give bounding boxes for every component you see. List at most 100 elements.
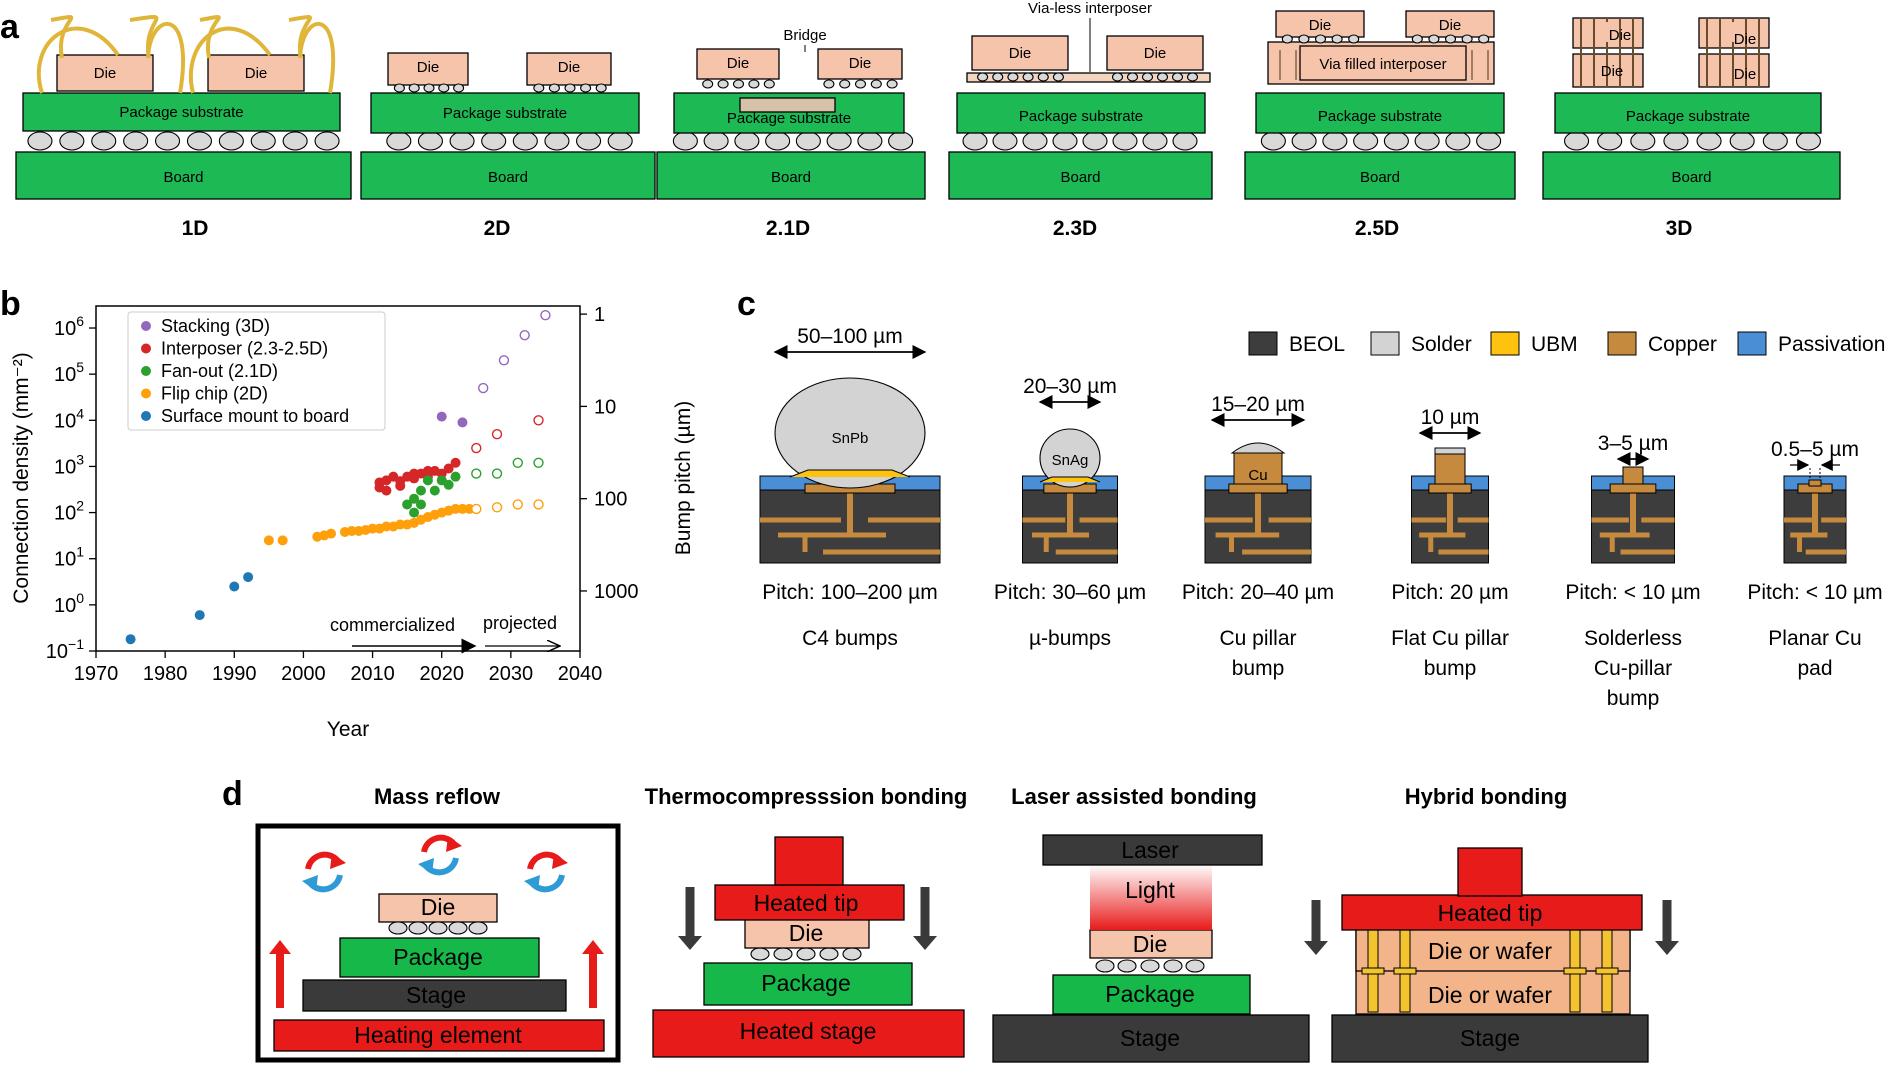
- data-point: [367, 523, 378, 534]
- press-arrowhead: [678, 936, 702, 950]
- airflow-head: [446, 836, 462, 852]
- solder-ball: [1291, 131, 1317, 151]
- y-tick-exp: 1: [76, 544, 84, 560]
- micro-bump: [886, 79, 898, 89]
- solder-ball: [449, 131, 475, 151]
- solder-ball: [1142, 131, 1168, 151]
- solder-ball: [91, 131, 117, 151]
- solder-ball: [1082, 131, 1108, 151]
- data-point: [443, 479, 454, 490]
- solder-ball: [1795, 131, 1821, 151]
- legend-swatch: [1737, 331, 1767, 356]
- solder-ball: [750, 947, 770, 961]
- die-label: Die: [1439, 17, 1462, 34]
- y-right-tick-label: 100: [594, 489, 627, 511]
- package-substrate-label: Package substrate: [1626, 108, 1750, 125]
- data-point: [443, 463, 454, 474]
- bump-type-name: Cu-pillar: [1594, 657, 1672, 680]
- solder-ball: [765, 131, 791, 151]
- panel-label-a: a: [0, 8, 20, 46]
- wire-bond: [146, 21, 186, 94]
- projected-point: [498, 355, 510, 366]
- wire-bond: [50, 14, 74, 59]
- board: [656, 151, 926, 200]
- caption-3D: 3D: [1666, 217, 1693, 240]
- via-less-interposer-label: Via-less interposer: [1028, 0, 1152, 17]
- solder-ball: [428, 921, 448, 935]
- solder-ball: [481, 131, 507, 151]
- bump-type-name: bump: [1424, 657, 1477, 680]
- y-right-tick-label: 1000: [594, 581, 639, 603]
- micro-bump: [1281, 34, 1293, 44]
- projected-point: [478, 382, 489, 394]
- copper-trace: [1784, 517, 1846, 555]
- pitch-label: Pitch: 30–60 µm: [994, 581, 1146, 604]
- board-label: Board: [163, 169, 203, 186]
- die-label: Die: [417, 59, 440, 76]
- plot-frame: [95, 305, 581, 652]
- micro-bump: [854, 79, 867, 89]
- x-axis-label: Year: [327, 718, 369, 741]
- projected-point: [533, 499, 544, 510]
- bump-type-name: Planar Cu: [1768, 627, 1861, 650]
- micro-bump: [763, 79, 775, 89]
- solder-ball: [773, 947, 793, 961]
- y-tick-label: 10−1: [46, 636, 84, 663]
- legend-label: UBM: [1531, 333, 1578, 356]
- legend-marker: [141, 343, 151, 354]
- solder-bump: [774, 377, 926, 489]
- solder-ball: [1630, 131, 1656, 151]
- dimension-label: 15–20 µm: [1211, 393, 1305, 416]
- bonding-title: Thermocompresssion bonding: [645, 784, 968, 809]
- heated-stage: [652, 1009, 965, 1058]
- projected-point: [491, 428, 503, 440]
- solder-ball: [59, 131, 85, 151]
- data-point: [457, 503, 468, 514]
- bridge-label: Bridge: [783, 27, 826, 44]
- y-tick-label: 106: [54, 313, 84, 340]
- package-label: Package: [761, 970, 851, 996]
- micro-bump: [1428, 34, 1440, 44]
- y-tick-base: 10: [54, 364, 76, 386]
- solder-ball: [1112, 131, 1138, 151]
- package-label: Package: [393, 944, 483, 970]
- wire-bond: [189, 26, 272, 94]
- projected-label: projected: [483, 613, 557, 633]
- press-arrowhead: [1304, 941, 1328, 955]
- y-tick-base: 10: [54, 549, 76, 571]
- solder-ball: [703, 131, 729, 151]
- board: [360, 151, 656, 200]
- solder-ball: [314, 131, 340, 151]
- die-label: Die: [1133, 931, 1168, 957]
- solder-ball: [1729, 131, 1755, 151]
- micro-bump: [732, 79, 745, 89]
- solder-ball: [1414, 131, 1440, 151]
- legend-marker: [141, 321, 151, 331]
- copper-pillar: [1233, 452, 1283, 485]
- solder-ball: [1095, 959, 1115, 973]
- micro-bump: [1331, 34, 1343, 44]
- board-label: Board: [1360, 169, 1400, 186]
- package-substrate-label: Package substrate: [443, 105, 567, 122]
- board: [1542, 151, 1841, 200]
- solder-ball: [888, 131, 914, 151]
- package-substrate: [1554, 92, 1822, 134]
- commercialized-label: commercialized: [330, 615, 455, 635]
- panel-label-c: c: [737, 285, 756, 323]
- solder-ball: [1185, 959, 1205, 973]
- ubm: [789, 469, 911, 478]
- dimension-label: 10 µm: [1421, 406, 1480, 429]
- wire-bond: [298, 21, 336, 94]
- y-tick-label: 105: [54, 359, 84, 386]
- y-tick-base: 10: [46, 641, 68, 663]
- solder-ball: [1383, 131, 1409, 151]
- y-tick-exp: 4: [76, 405, 84, 421]
- board: [1244, 151, 1516, 200]
- projected-point: [491, 468, 503, 479]
- die: [378, 893, 498, 923]
- package: [339, 937, 540, 978]
- solder-ball: [1476, 131, 1502, 151]
- x-tick-label: 2030: [489, 663, 534, 685]
